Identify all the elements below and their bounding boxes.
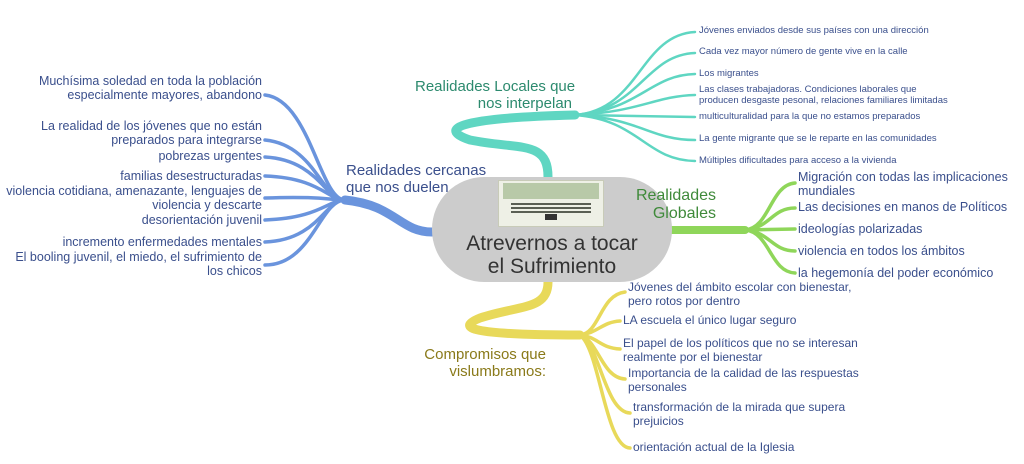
branch-title-line: Compromisos que	[424, 346, 546, 363]
topic-locales-2[interactable]: Cada vez mayor número de gente vive en l…	[699, 46, 908, 58]
topic-cercanas-5[interactable]: violencia cotidiana, amenazante, lenguaj…	[6, 184, 262, 213]
topic-line: LA escuela el único lugar seguro	[623, 313, 797, 327]
topic-line: Las clases trabajadoras. Condiciones lab…	[699, 84, 917, 95]
topic-line: producen desgaste pesonal, relaciones fa…	[699, 94, 948, 106]
branch-title-line: Realidades cercanas	[346, 162, 487, 179]
topic-line: pero rotos por dentro	[628, 293, 741, 308]
seminar-thumbnail-image	[498, 180, 604, 227]
topic-line: mundiales	[798, 184, 855, 199]
topic-cercanas-3[interactable]: pobrezas urgentes	[158, 149, 262, 163]
topic-globales-3[interactable]: ideologías polarizadas	[798, 222, 922, 236]
central-title-line: el Sufrimiento	[487, 255, 617, 279]
branch-title-compromisos[interactable]: Compromisos que vislumbramos:	[418, 346, 546, 381]
topic-line: la hegemonía del poder económico	[798, 266, 994, 280]
topic-line: Migración con todas las implicaciones	[798, 170, 1008, 184]
branch-title-line: Realidades	[635, 187, 716, 204]
topic-line: incremento enfermedades mentales	[62, 235, 262, 249]
topic-line: Muchísima soledad en toda la población	[38, 74, 262, 88]
topic-locales-6[interactable]: La gente migrante que se le reparte en l…	[699, 133, 937, 145]
topic-line: violencia en todos los ámbitos	[798, 244, 965, 258]
topic-line: violencia cotidiana, amenazante, lenguaj…	[6, 184, 262, 198]
topic-locales-4[interactable]: Las clases trabajadoras. Condiciones lab…	[699, 84, 948, 107]
topic-globales-2[interactable]: Las decisiones en manos de Políticos	[798, 200, 1007, 214]
branch-cercanas-connectors	[263, 93, 437, 267]
topic-line: Los migrantes	[699, 68, 759, 79]
topic-line: Las decisiones en manos de Políticos	[798, 200, 1008, 214]
branch-title-line: nos interpelan	[477, 95, 572, 113]
topic-cercanas-4[interactable]: familias desestructuradas	[120, 169, 262, 183]
topic-line: Jóvenes enviados desde sus países con un…	[699, 25, 929, 36]
branch-locales-connectors	[451, 30, 697, 182]
topic-line: realmente por el bienestar	[623, 349, 763, 364]
central-topic[interactable]: Atrevernos a tocar el Sufrimiento	[432, 177, 672, 282]
topic-line: Cada vez mayor número de gente vive en l…	[699, 46, 908, 57]
topic-line: La gente migrante que se le reparte en l…	[699, 133, 937, 144]
topic-line: Jóvenes del ámbito escolar con bienestar…	[628, 280, 852, 294]
topic-line: Múltiples dificultades para acceso a la …	[699, 155, 897, 166]
topic-line: ideologías polarizadas	[798, 222, 923, 236]
topic-line: violencia y descarte	[152, 198, 262, 213]
topic-compromisos-5[interactable]: transformación de la mirada que supera p…	[633, 400, 846, 429]
topic-compromisos-1[interactable]: Jóvenes del ámbito escolar con bienestar…	[628, 280, 852, 309]
topic-locales-7[interactable]: Múltiples dificultades para acceso a la …	[699, 155, 897, 167]
central-title-line: Atrevernos a tocar	[466, 232, 638, 255]
topic-line: personales	[628, 379, 687, 394]
topic-cercanas-2[interactable]: La realidad de los jóvenes que no están …	[41, 119, 262, 148]
topic-compromisos-6[interactable]: orientación actual de la Iglesia	[633, 440, 795, 455]
topic-line: pobrezas urgentes	[158, 149, 262, 163]
central-topic-title: Atrevernos a tocar el Sufrimiento	[432, 232, 672, 278]
topic-cercanas-1[interactable]: Muchísima soledad en toda la población e…	[39, 74, 262, 103]
topic-globales-4[interactable]: violencia en todos los ámbitos	[798, 244, 965, 258]
topic-cercanas-8[interactable]: El booling juvenil, el miedo, el sufrimi…	[15, 250, 262, 279]
topic-line: Importancia de la calidad de las respues…	[628, 366, 859, 380]
branch-compromisos-connectors	[465, 277, 632, 450]
branch-title-line: Realidades Locales que	[415, 78, 576, 95]
topic-line: especialmente mayores, abandono	[67, 88, 262, 103]
branch-globales-connectors	[668, 181, 797, 275]
branch-title-globales[interactable]: Realidades Globales	[628, 187, 716, 224]
topic-compromisos-3[interactable]: El papel de los políticos que no se inte…	[623, 336, 858, 365]
topic-cercanas-7[interactable]: incremento enfermedades mentales	[63, 235, 262, 249]
topic-line: multiculturalidad para la que no estamos…	[699, 111, 921, 122]
topic-line: orientación actual de la Iglesia	[633, 440, 795, 454]
topic-line: El papel de los políticos que no se inte…	[623, 336, 858, 350]
topic-compromisos-2[interactable]: LA escuela el único lugar seguro	[623, 313, 797, 328]
branch-title-line: vislumbramos:	[449, 363, 546, 381]
topic-line: El booling juvenil, el miedo, el sufrimi…	[15, 250, 262, 264]
topic-line: transformación de la mirada que supera	[633, 400, 846, 414]
topic-cercanas-6[interactable]: desorientación juvenil	[142, 213, 262, 227]
topic-line: familias desestructuradas	[120, 169, 262, 183]
logo-icon	[545, 214, 557, 220]
branch-title-line: Globales	[652, 205, 716, 223]
topic-locales-3[interactable]: Los migrantes	[699, 68, 759, 80]
topic-line: prejuicios	[633, 413, 684, 428]
branch-title-cercanas[interactable]: Realidades cercanas que nos duelen	[346, 162, 486, 197]
topic-globales-5[interactable]: la hegemonía del poder económico	[798, 266, 993, 280]
topic-compromisos-4[interactable]: Importancia de la calidad de las respues…	[628, 366, 859, 395]
branch-title-line: que nos duelen	[346, 179, 449, 197]
topic-line: La realidad de los jóvenes que no están	[41, 119, 262, 133]
topic-locales-5[interactable]: multiculturalidad para la que no estamos…	[699, 111, 921, 123]
topic-globales-1[interactable]: Migración con todas las implicaciones mu…	[798, 170, 1008, 199]
topic-line: preparados para integrarse	[111, 133, 262, 148]
topic-line: desorientación juvenil	[141, 213, 262, 227]
branch-title-locales[interactable]: Realidades Locales que nos interpelan	[415, 78, 576, 113]
topic-line: los chicos	[207, 264, 262, 279]
topic-locales-1[interactable]: Jóvenes enviados desde sus países con un…	[699, 25, 929, 37]
